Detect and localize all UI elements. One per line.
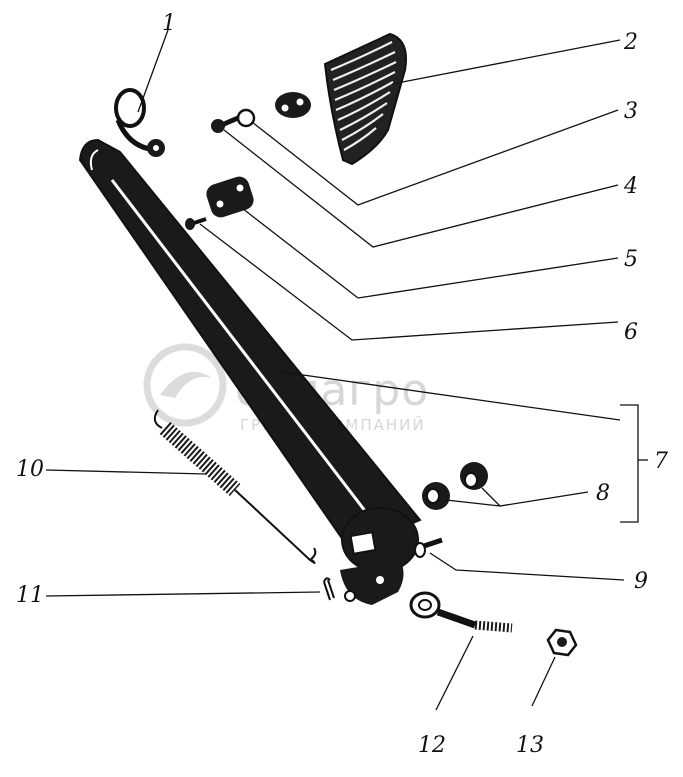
- leader-7: [281, 371, 621, 421]
- leader-lines: [45, 29, 648, 711]
- bolt-6: [185, 217, 207, 230]
- callout-1: 1: [162, 11, 176, 36]
- leader-12: [435, 635, 474, 711]
- bracket-7: [620, 404, 639, 523]
- callout-numbers: 1 2 3 4 5 6 7 8 9 10 11 12 13: [16, 11, 668, 758]
- curved-arm-bracket: [114, 88, 311, 157]
- leader-2: [391, 39, 621, 85]
- return-spring: [153, 409, 317, 564]
- callout-8: 8: [596, 481, 610, 506]
- callout-11: 11: [16, 583, 44, 608]
- leader-1: [137, 29, 169, 113]
- leader-11: [45, 591, 321, 597]
- callout-7: 7: [654, 449, 668, 474]
- watermark-logo-swirl: [160, 371, 212, 398]
- callout-13: 13: [516, 733, 544, 758]
- main-lever: [78, 138, 422, 605]
- watermark-logo-ring: [143, 343, 227, 427]
- bushings: [422, 462, 488, 510]
- callout-6: 6: [624, 320, 638, 345]
- leader-10: [45, 469, 207, 475]
- leader-13: [531, 656, 556, 707]
- callout-4: 4: [623, 174, 638, 199]
- leader-4: [223, 129, 619, 248]
- screw-small: [211, 108, 256, 133]
- eye-bolt: [409, 591, 513, 633]
- leader-5: [237, 204, 619, 299]
- callout-2: 2: [623, 30, 638, 55]
- leader-8: [445, 487, 589, 507]
- cotter-pin: [323, 577, 335, 601]
- leader-3: [251, 109, 619, 206]
- leader-6: [199, 223, 619, 341]
- callout-12: 12: [418, 733, 446, 758]
- callout-3: 3: [624, 99, 638, 124]
- callout-9: 9: [634, 569, 648, 594]
- leader-9: [429, 552, 625, 581]
- callout-10: 10: [16, 457, 44, 482]
- pedal-pad: [323, 32, 407, 166]
- pin-9: [414, 537, 443, 558]
- hex-nut: [546, 628, 578, 657]
- callout-5: 5: [624, 247, 638, 272]
